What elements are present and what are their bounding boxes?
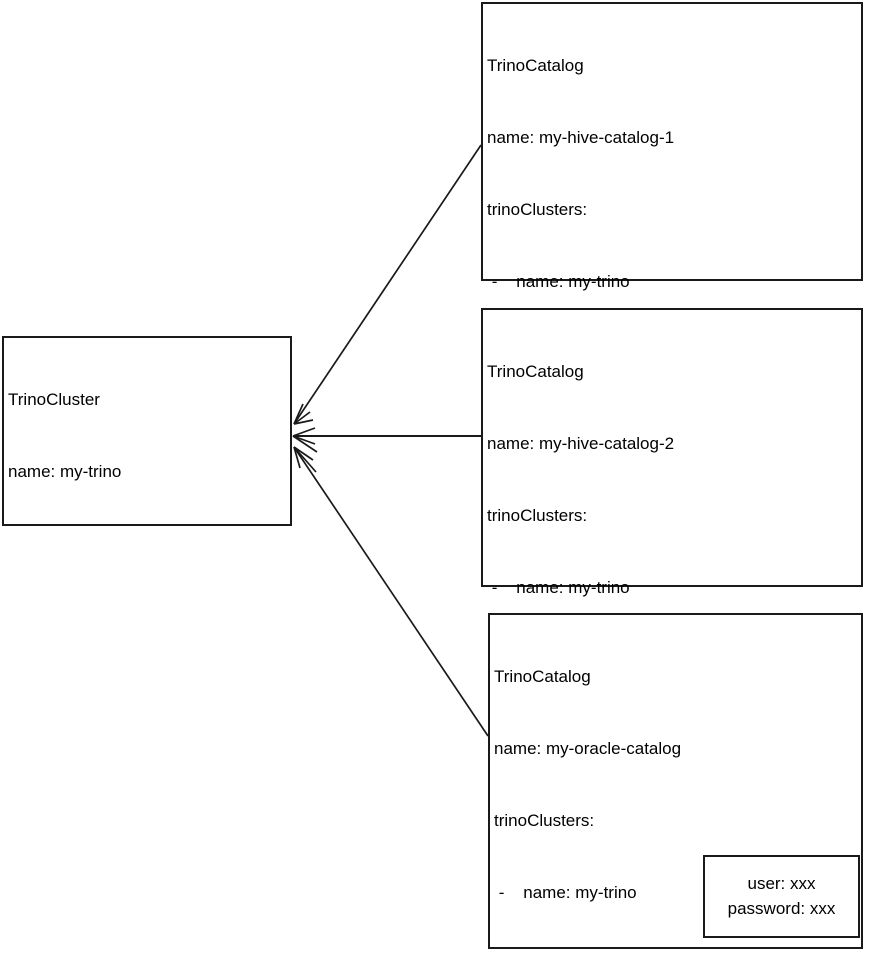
spec-line: trinoClusters: [487, 506, 588, 525]
spec-line: TrinoCatalog [494, 667, 591, 686]
trino-catalog-box-my-hive-catalog-2[interactable]: TrinoCatalog name: my-hive-catalog-2 tri… [481, 308, 863, 885]
catalog-3-spec-text: TrinoCatalog name: my-oracle-catalog tri… [494, 617, 786, 954]
spec-line: name: my-hive-catalog-2 [487, 434, 675, 453]
spec-line: trinoClusters: [487, 200, 588, 219]
edge-catalog-3-to-cluster [293, 446, 489, 737]
spec-line: name: my-hive-catalog-1 [487, 128, 675, 147]
credentials-secret-text: user: xxx password: xxx [705, 871, 858, 921]
spec-line: name: my-oracle-catalog [494, 739, 682, 758]
credentials-secret-box[interactable]: user: xxx password: xxx [703, 855, 860, 938]
spec-line: trinoClusters: [494, 811, 595, 830]
trino-catalog-box-my-hive-catalog-1[interactable]: TrinoCatalog name: my-hive-catalog-1 tri… [481, 2, 863, 651]
secret-line-password: password: xxx [727, 899, 836, 918]
spec-line: - name: my-trino [494, 883, 637, 902]
trino-cluster-box[interactable]: TrinoCluster name: my-trino [2, 336, 292, 526]
trino-cluster-spec-text: TrinoCluster name: my-trino [8, 340, 121, 532]
spec-line: name: my-trino [8, 462, 122, 481]
spec-line: - name: my-trino [487, 578, 630, 597]
edge-catalog-1-to-cluster [293, 144, 482, 425]
spec-line: - name: my-trino [487, 272, 630, 291]
spec-line: TrinoCluster [8, 390, 100, 409]
edge-catalog-2-to-cluster [292, 427, 481, 453]
secret-line-user: user: xxx [747, 874, 816, 893]
spec-line: TrinoCatalog [487, 56, 584, 75]
trino-catalog-box-my-oracle-catalog[interactable]: TrinoCatalog name: my-oracle-catalog tri… [488, 613, 863, 949]
spec-line: TrinoCatalog [487, 362, 584, 381]
